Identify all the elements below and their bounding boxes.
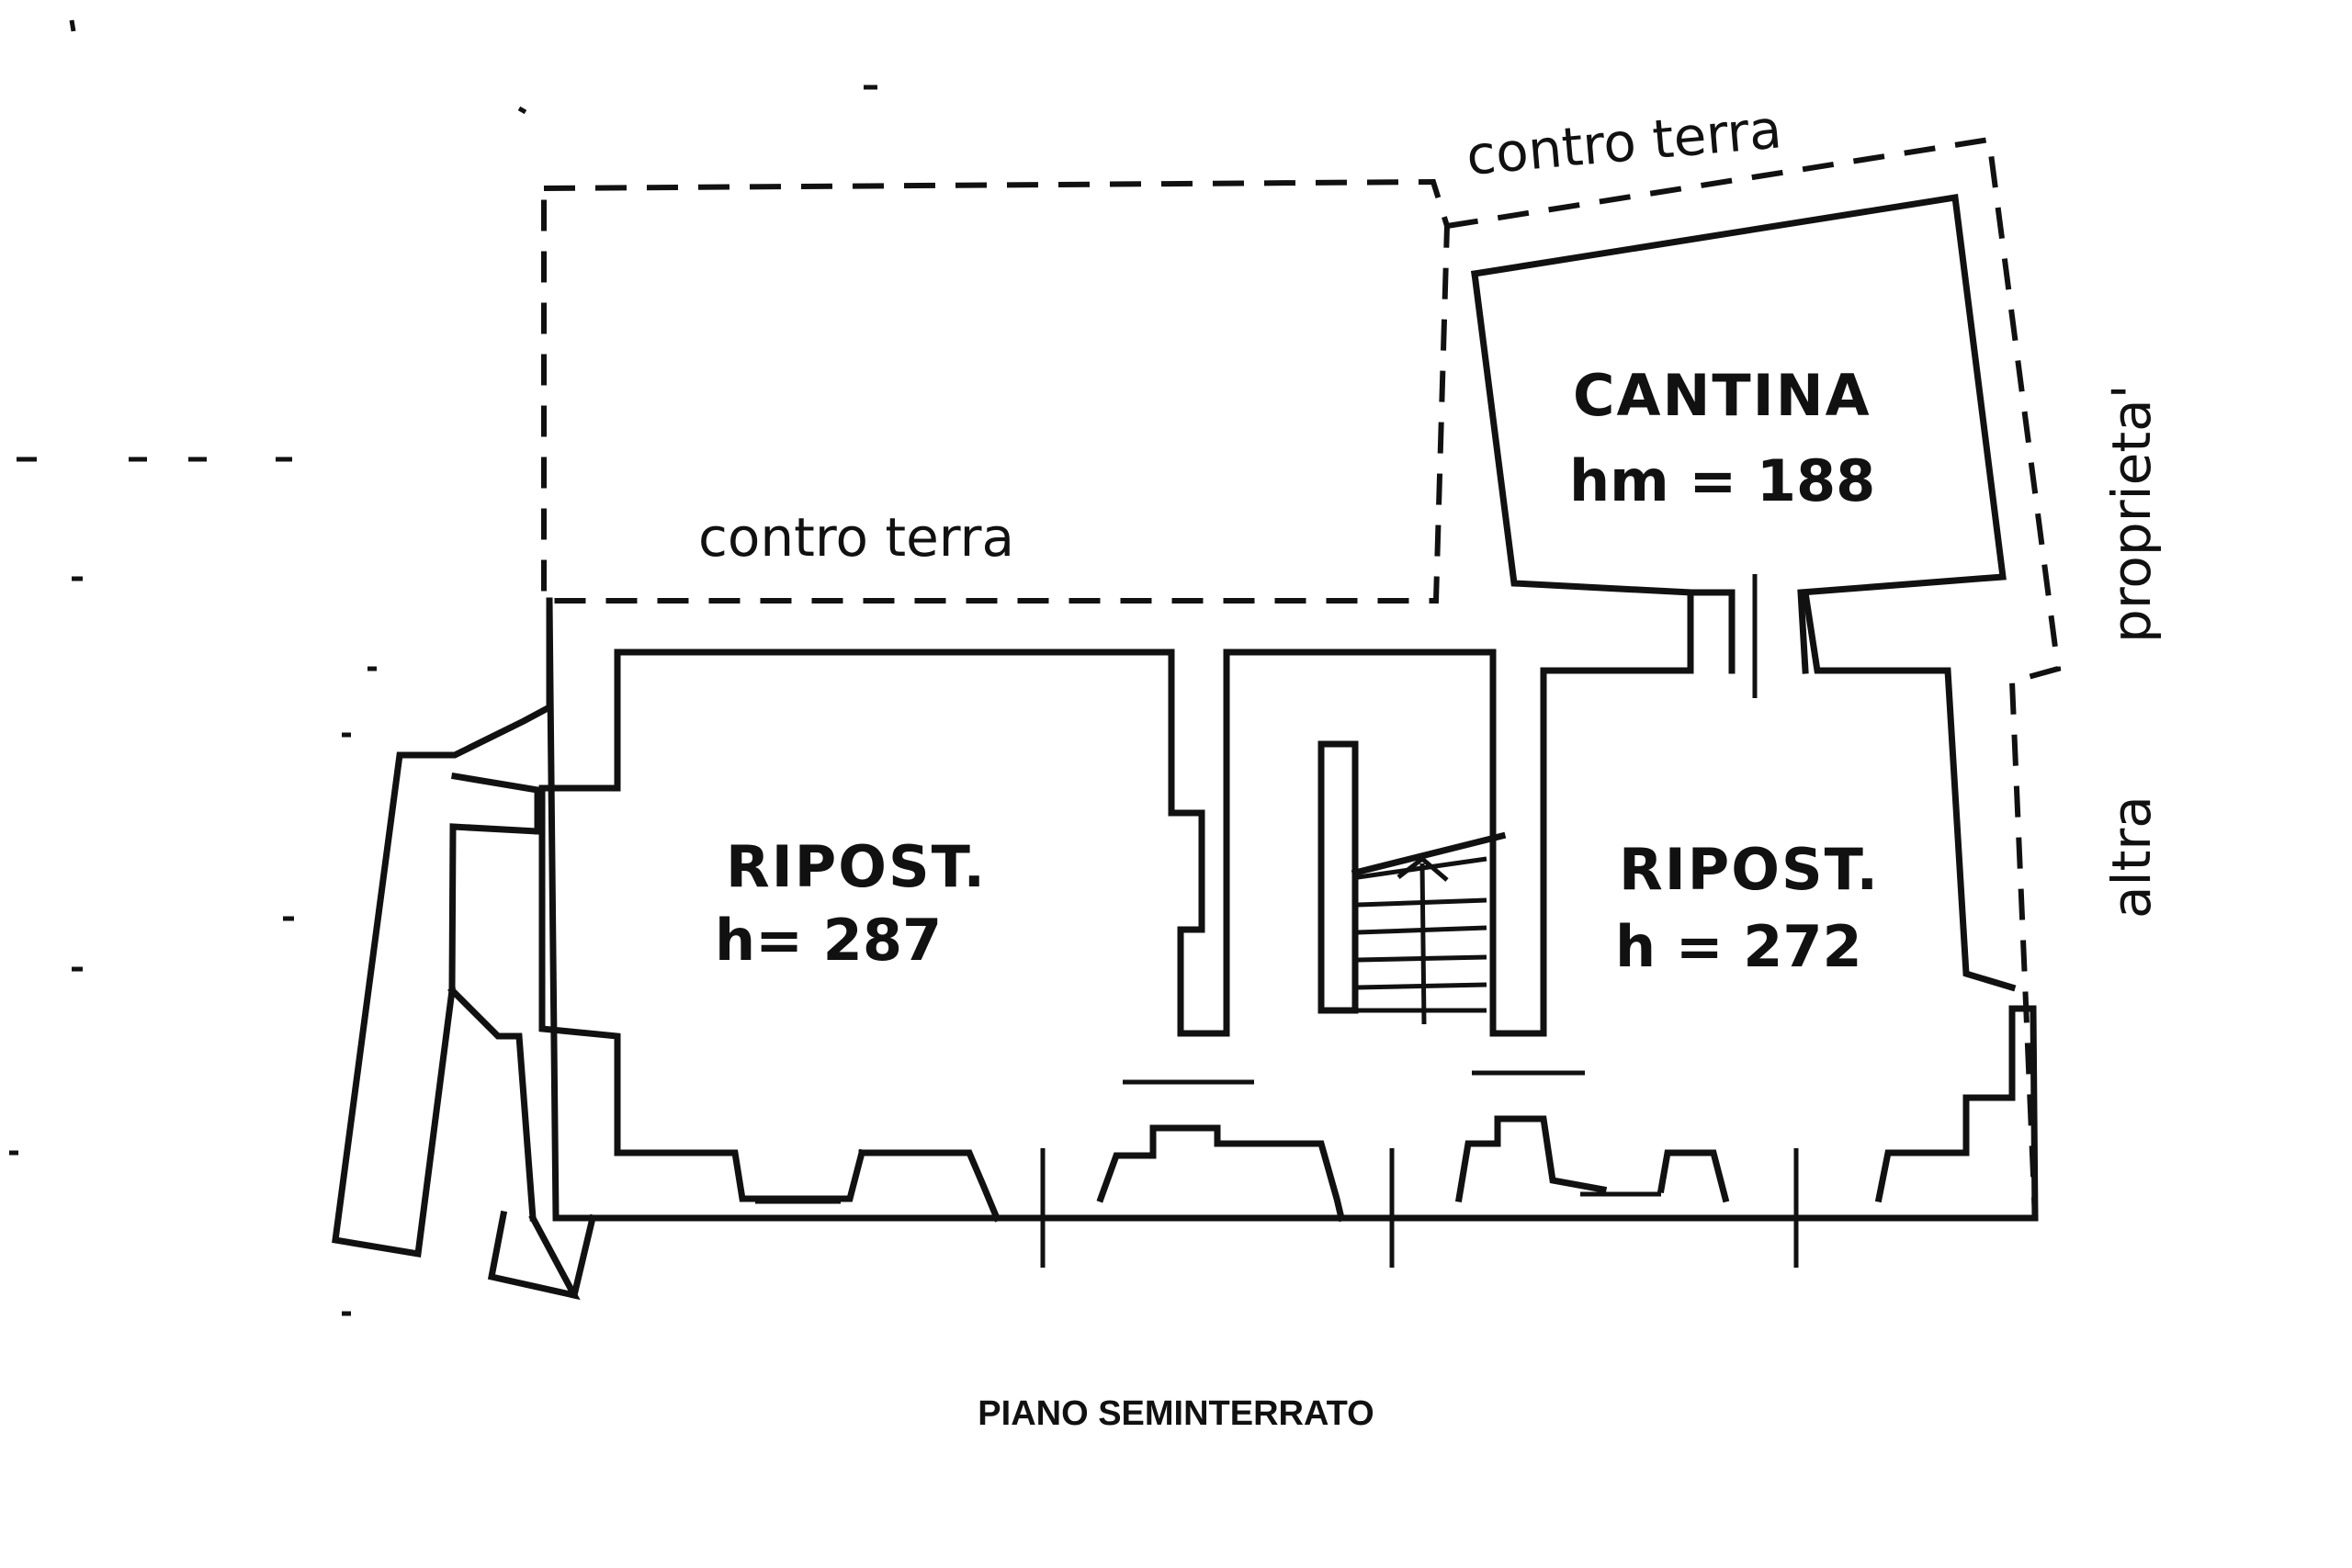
ripost-right-label: RIPOST. <box>1619 836 1880 903</box>
contro-terra-mid-note: contro terra <box>698 506 1014 569</box>
contro-terra-dashed-boundaries <box>541 136 2062 1219</box>
cantina-label: CANTINA <box>1573 362 1871 429</box>
ripost-left-label: RIPOST. <box>726 833 987 900</box>
cantina-height: hm = 188 <box>1569 447 1875 514</box>
ripost-left-height: h= 287 <box>715 907 942 974</box>
plan-caption: PIANO SEMINTERRATO <box>978 1394 1374 1433</box>
proprieta-note: proprieta' <box>2100 384 2163 643</box>
contro-terra-top-note: contro terra <box>1464 97 1784 187</box>
staircase <box>1357 855 1487 1025</box>
exterior-walls <box>332 193 2039 1301</box>
altra-note: altra <box>2100 795 2163 919</box>
opening-markers <box>755 574 1799 1268</box>
scan-specks <box>9 19 877 1316</box>
ripost-right-height: h = 272 <box>1615 913 1862 980</box>
